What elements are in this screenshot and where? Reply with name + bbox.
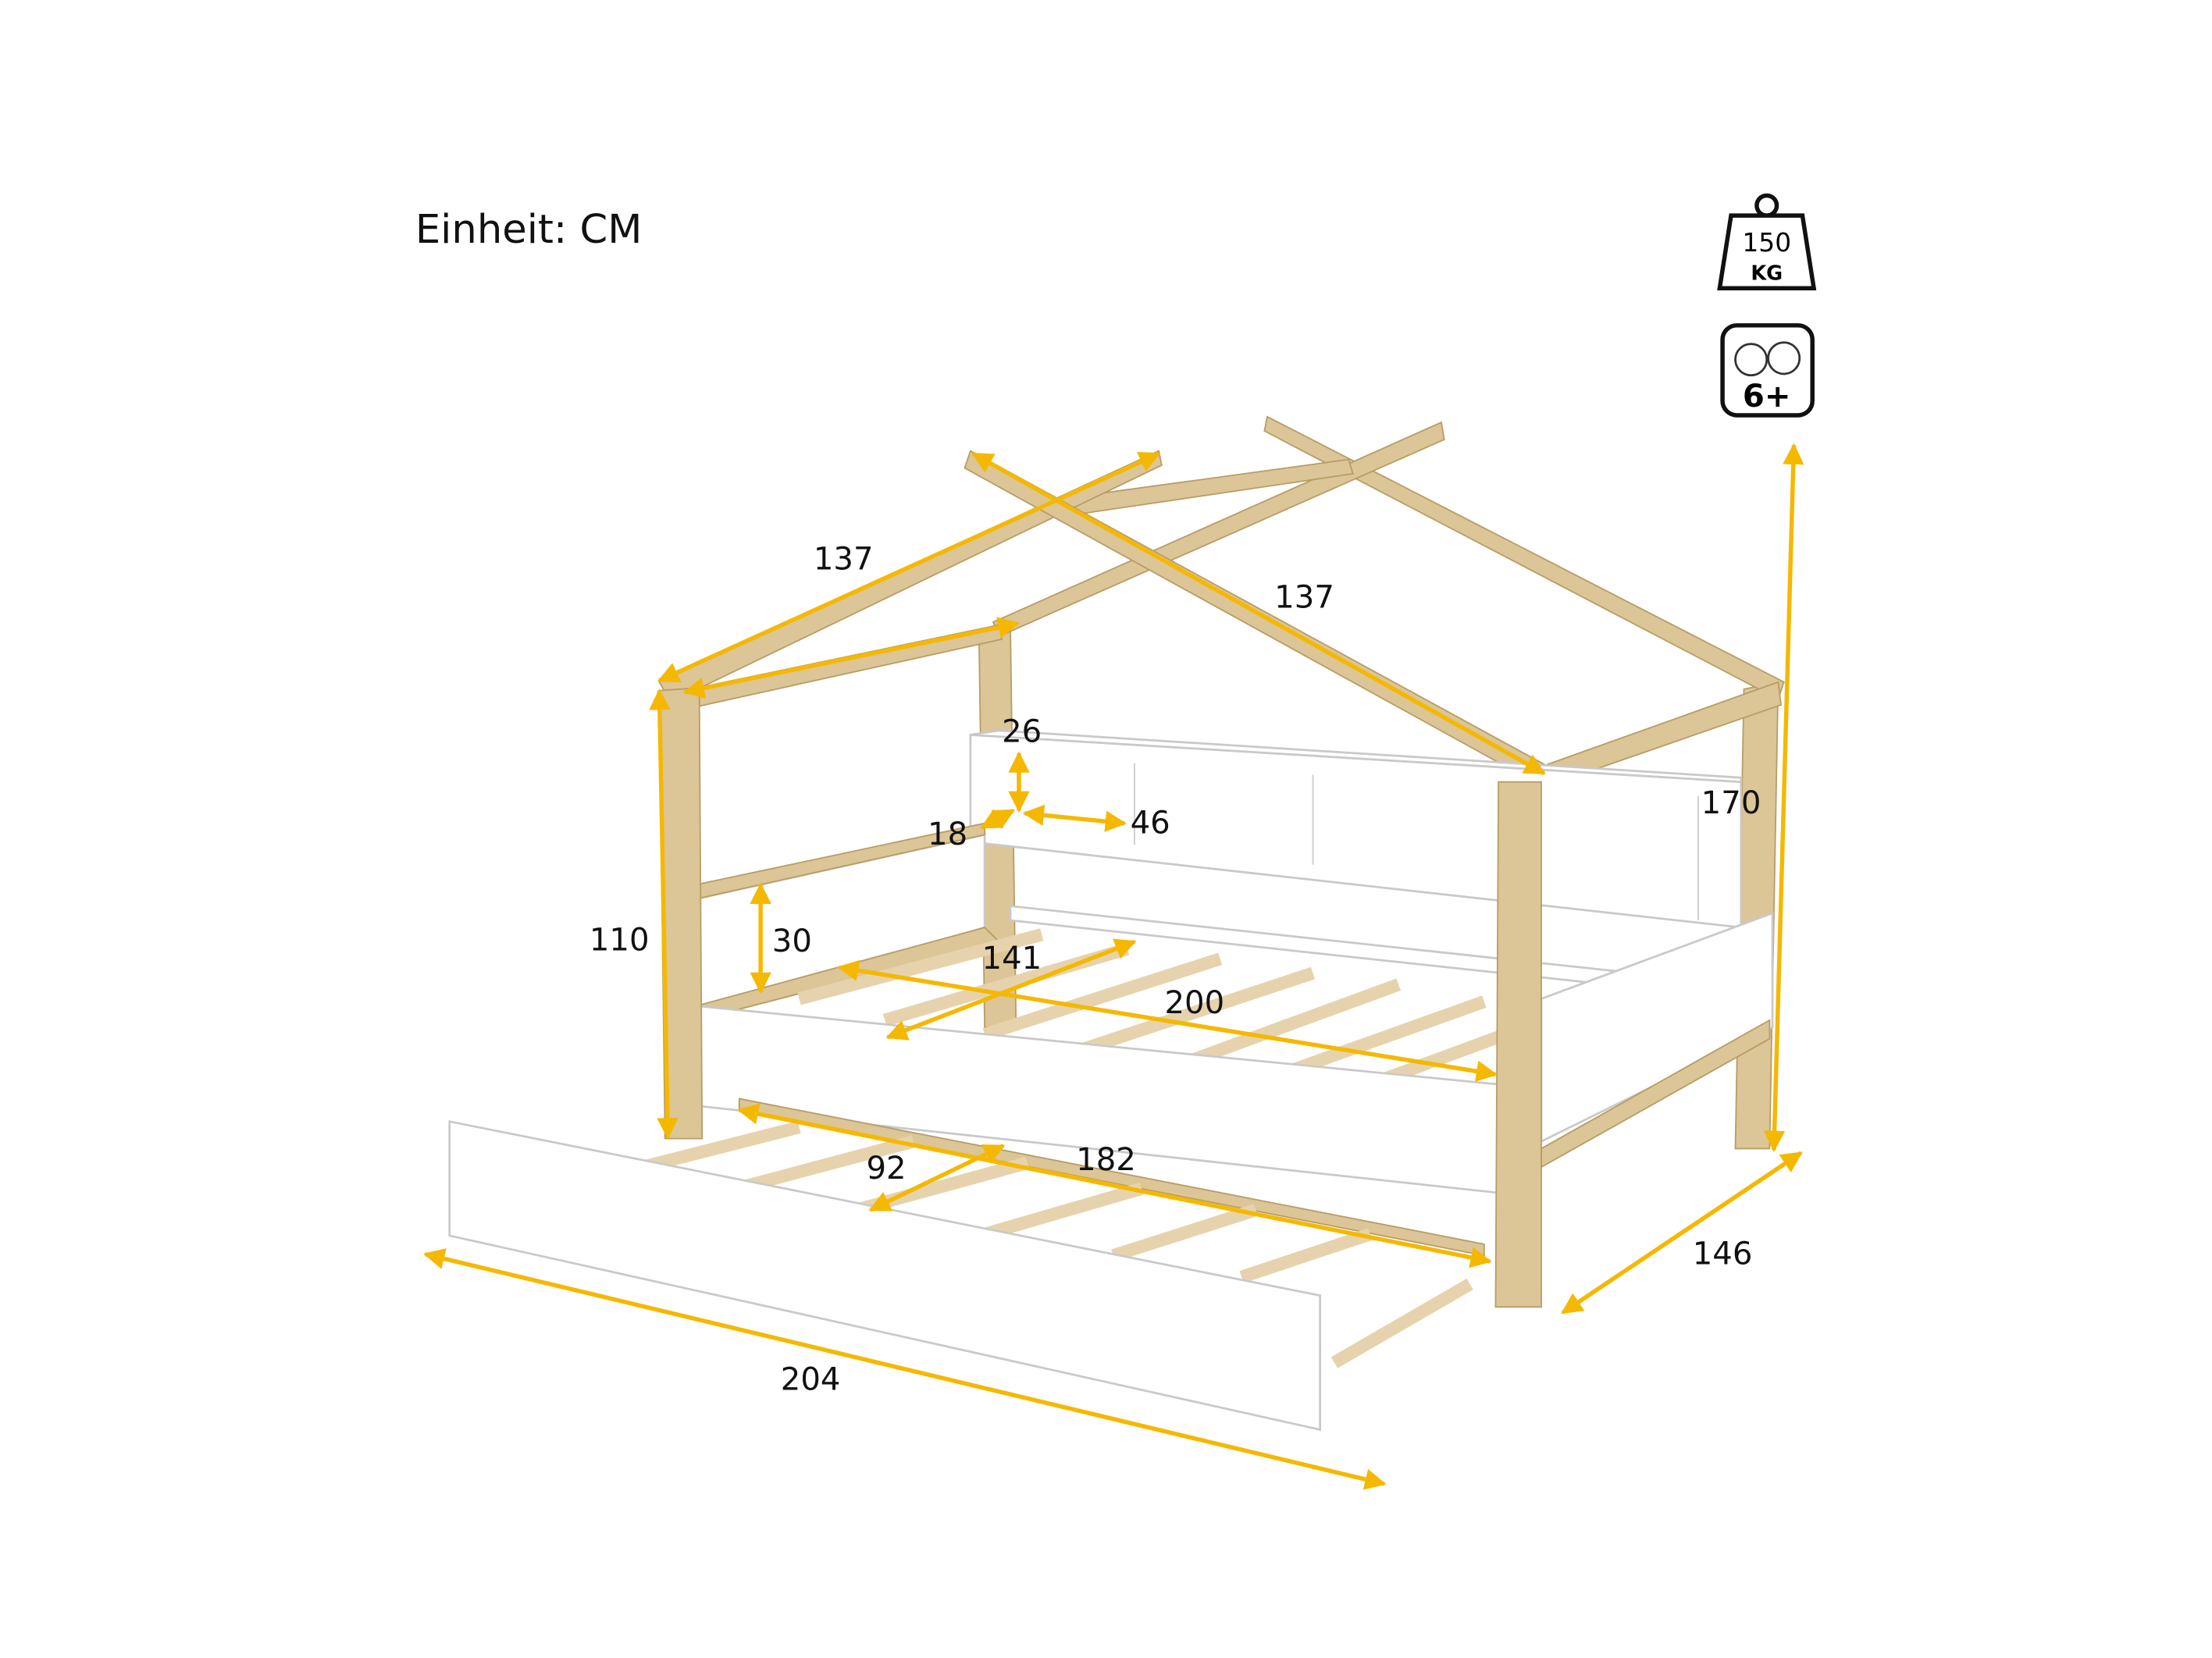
dim-trundle-width: 92 bbox=[866, 1151, 906, 1187]
weight-unit: KG bbox=[1751, 262, 1783, 285]
dim-shelf-height: 26 bbox=[1002, 714, 1042, 750]
dim-total-width: 146 bbox=[1693, 1236, 1753, 1272]
dim-shelf-width: 46 bbox=[1131, 805, 1170, 841]
unit-label: Einheit: CM bbox=[415, 207, 642, 253]
dim-roof-side: 137 bbox=[1274, 580, 1334, 616]
dim-mattress-length: 200 bbox=[1164, 985, 1224, 1021]
bed-illustration bbox=[448, 415, 1785, 1432]
dim-total-length: 204 bbox=[781, 1361, 841, 1397]
dim-trundle-length: 182 bbox=[1076, 1142, 1136, 1178]
age-recommendation-icon: 6+ bbox=[1720, 323, 1815, 418]
dim-roof-front: 137 bbox=[814, 541, 874, 577]
weight-value: 150 bbox=[1742, 227, 1791, 258]
dim-mattress-width: 141 bbox=[981, 941, 1042, 977]
dim-post-height: 110 bbox=[590, 922, 650, 958]
dim-total-height: 170 bbox=[1701, 785, 1761, 821]
age-value: 6+ bbox=[1743, 379, 1791, 414]
dimension-arrows bbox=[423, 443, 1804, 1490]
dim-headboard-height: 30 bbox=[772, 923, 812, 959]
dim-shelf-depth: 18 bbox=[928, 817, 967, 852]
weight-capacity-icon: 150 KG bbox=[1717, 193, 1817, 291]
